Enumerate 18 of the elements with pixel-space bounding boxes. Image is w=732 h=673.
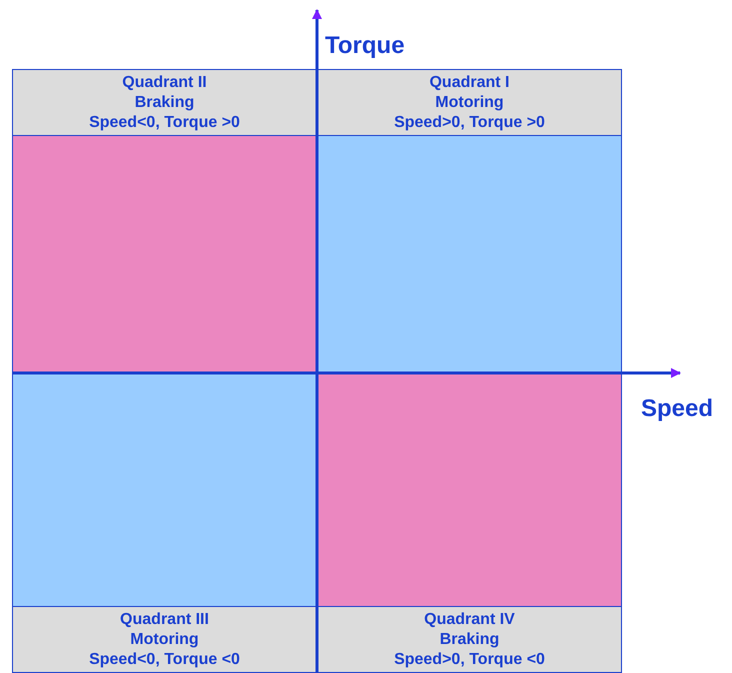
quadrant-text: Quadrant IV [424,610,515,630]
quadrant-panel [12,373,317,673]
quadrant-text: Speed<0, Torque >0 [89,112,240,132]
quadrant-text: Braking [134,92,194,112]
quadrant-text: Quadrant III [120,610,209,630]
quadrant-text: Speed>0, Torque <0 [394,650,545,670]
quadrant-panel [12,69,317,373]
quadrant-text: Speed>0, Torque >0 [394,112,545,132]
axis-label: Torque [325,32,405,60]
quadrant-text: Speed<0, Torque <0 [89,650,240,670]
quadrant-text: Quadrant I [429,72,510,92]
quadrant-text: Braking [440,630,500,650]
quadrant-text: Motoring [435,92,504,112]
quadrant-panel [317,373,622,673]
quadrant-text: Quadrant II [122,72,207,92]
quadrant-text: Motoring [130,630,199,650]
quadrant-panel [317,69,622,373]
axis-label: Speed [641,395,714,423]
